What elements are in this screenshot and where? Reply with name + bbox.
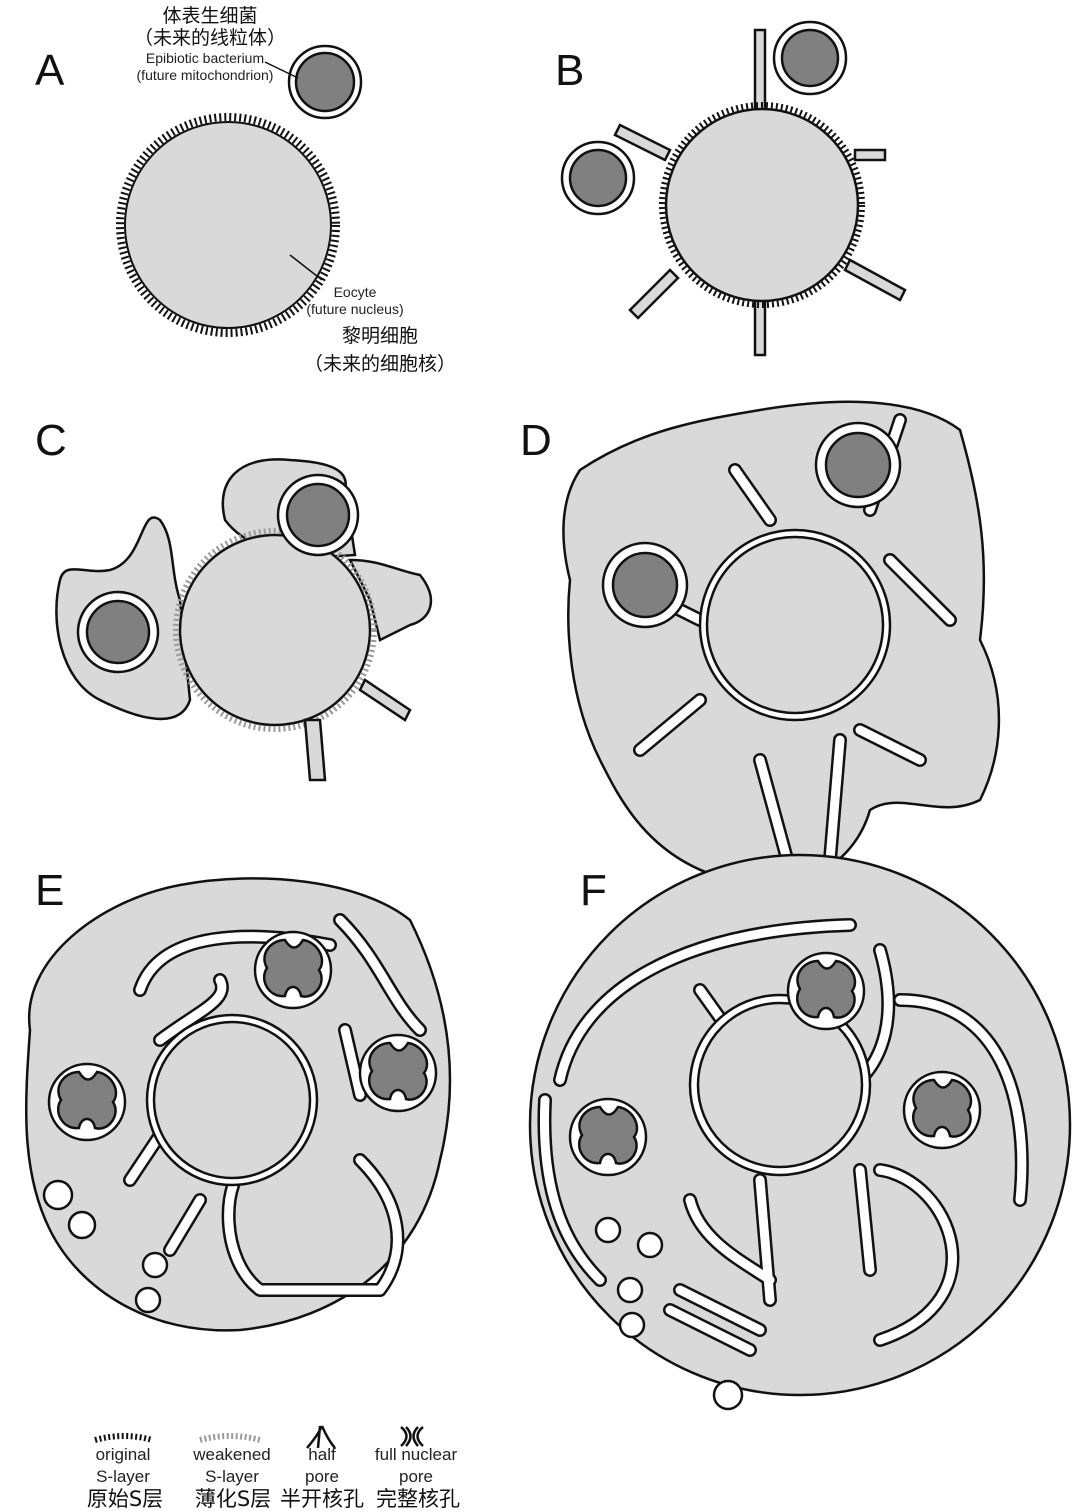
legend: original S-layer 原始S层 weakened S-layer 薄… xyxy=(87,1425,460,1511)
mitochondrion xyxy=(786,951,866,1031)
panel-e: E xyxy=(24,866,452,1332)
bacterium-en-label: Epibiotic bacterium xyxy=(146,50,264,66)
panel-a: A 体表生细菌 （未来的线粒体） Epibiotic bacterium (fu… xyxy=(35,5,456,375)
cytoplasm-lobe xyxy=(347,558,432,642)
legend-label-cn: 半开核孔 xyxy=(280,1487,364,1511)
panel-label-d: D xyxy=(520,416,552,465)
mitochondrion xyxy=(85,599,151,665)
eocyte-en-sublabel: (future nucleus) xyxy=(306,301,403,317)
nucleus xyxy=(705,535,885,715)
panel-d: D xyxy=(520,400,1001,889)
legend-label: original xyxy=(96,1445,151,1464)
panel-label-e: E xyxy=(35,866,64,915)
legend-label: S-layer xyxy=(96,1467,150,1486)
mitochondrion xyxy=(358,1033,438,1113)
bacterium xyxy=(568,148,628,208)
original-s-layer xyxy=(116,113,340,337)
mitochondrion xyxy=(253,930,333,1010)
bacterium xyxy=(780,28,840,88)
mitochondrion xyxy=(47,1062,127,1142)
nucleus xyxy=(696,1001,864,1169)
legend-weakened-s-layer-icon xyxy=(199,1433,261,1443)
panel-c: C xyxy=(35,416,432,782)
eocyte-cell xyxy=(664,107,860,303)
legend-full-pore-icon xyxy=(400,1426,424,1447)
eocyte-cn-label: 黎明细胞 xyxy=(342,325,418,347)
bacterium-en-sublabel: (future mitochondrion) xyxy=(137,67,274,83)
mitochondrion xyxy=(824,431,892,499)
legend-label: half xyxy=(308,1445,336,1464)
weakened-s-layer xyxy=(173,528,377,732)
bacterium-cn-sublabel: （未来的线粒体） xyxy=(134,27,286,49)
legend-label: S-layer xyxy=(205,1467,259,1486)
vesicles xyxy=(594,1216,744,1411)
nucleus xyxy=(152,1020,312,1180)
pointer-line xyxy=(289,254,323,281)
original-s-layer xyxy=(659,102,865,308)
channel-lumen xyxy=(125,915,425,1295)
eocyte-with-protrusions xyxy=(613,28,907,357)
panel-label-f: F xyxy=(580,866,607,915)
mitochondrion xyxy=(902,1070,982,1150)
legend-half-pore-icon xyxy=(306,1425,336,1449)
eocyte-cell xyxy=(178,533,372,727)
panel-label-a: A xyxy=(35,46,65,95)
mitochondrion xyxy=(285,482,351,548)
legend-label-cn: 薄化S层 xyxy=(195,1487,271,1511)
pointer-line xyxy=(264,61,299,79)
panel-label-c: C xyxy=(35,416,67,465)
legend-label-cn: 原始S层 xyxy=(87,1487,163,1511)
vesicles xyxy=(42,1179,169,1314)
panel-b: B xyxy=(555,20,907,357)
legend-original-s-layer-icon xyxy=(94,1433,153,1443)
legend-label: weakened xyxy=(192,1445,271,1464)
bacterium xyxy=(294,51,356,113)
panel-f: F xyxy=(528,853,1072,1411)
eocyte-en-label: Eocyte xyxy=(334,284,377,300)
mitochondrion xyxy=(611,551,679,619)
panel-label-b: B xyxy=(555,46,584,95)
eocyte-cell xyxy=(124,121,332,329)
bacterium-cn-label: 体表生细菌 xyxy=(162,5,257,27)
legend-label-cn: 完整核孔 xyxy=(376,1487,460,1511)
protrusions xyxy=(303,678,412,782)
legend-label: pore xyxy=(305,1467,339,1486)
eocyte-cn-sublabel: （未来的细胞核） xyxy=(304,353,456,375)
legend-label: full nuclear xyxy=(375,1445,458,1464)
legend-label: pore xyxy=(399,1467,433,1486)
mitochondrion xyxy=(568,1097,648,1177)
